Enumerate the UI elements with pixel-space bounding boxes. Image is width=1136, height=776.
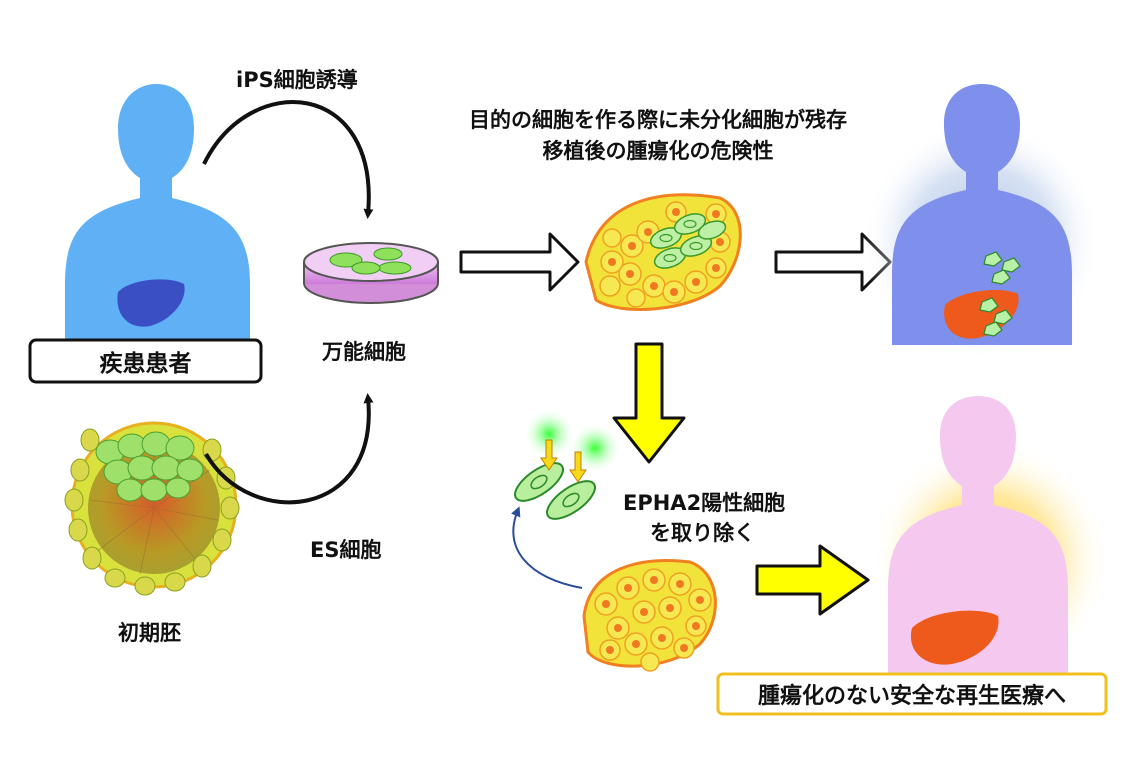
es-cells-label: ES細胞 (310, 538, 382, 562)
cell-cluster-mixed (584, 193, 742, 311)
early-embryo-label: 初期胚 (118, 621, 181, 645)
safe-patient-figure (870, 396, 1110, 680)
yellow-right-arrow (755, 544, 870, 616)
epha2-line-2: を取り除く (650, 521, 755, 545)
epha2-cells (514, 408, 621, 520)
patient-label: 疾患患者 (33, 343, 258, 379)
es-curve-arrow (204, 393, 374, 505)
risk-line-2: 移植後の腫瘍化の危険性 (542, 139, 774, 163)
risk-line-1: 目的の細胞を作る際に未分化細胞が残存 (469, 108, 847, 132)
ips-curve-arrow (202, 100, 374, 219)
tumor-patient-figure (862, 84, 1102, 360)
cell-cluster-clean (582, 559, 717, 672)
safe-medicine-label: 腫瘍化のない安全な再生医療へ (721, 677, 1103, 711)
petri-dish (303, 242, 439, 304)
ips-induction-label: iPS細胞誘導 (236, 68, 358, 92)
epha2-line-1: EPHA2陽性細胞 (623, 491, 786, 515)
removal-curve-arrow (511, 506, 583, 589)
hollow-arrow-1 (459, 232, 580, 292)
embryo-illustration (64, 421, 240, 596)
patient-liver (117, 279, 185, 327)
yellow-down-arrow (612, 342, 686, 464)
safe-liver (910, 610, 999, 665)
patient-figure (65, 84, 250, 355)
pluripotent-cells-label: 万能細胞 (322, 340, 406, 364)
